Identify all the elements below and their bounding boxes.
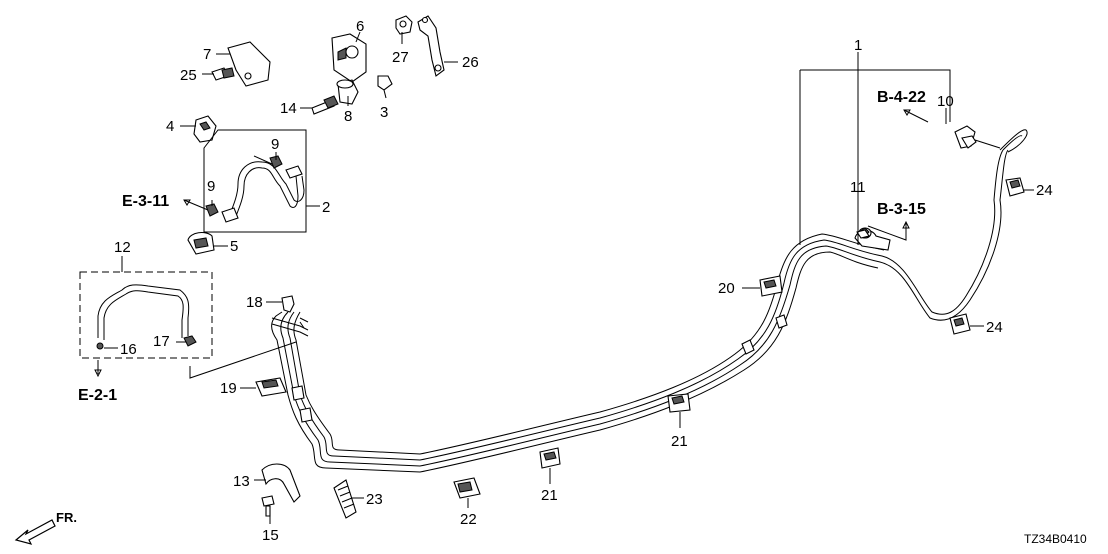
part-1-label: 1 — [854, 37, 862, 54]
nut-11 — [856, 229, 870, 239]
bracket-6 — [331, 33, 367, 83]
part-22-label: 22 — [460, 511, 477, 528]
bolt-25 — [211, 67, 235, 81]
part-8-label: 8 — [344, 108, 352, 125]
fuel-pipe-assembly — [271, 129, 1028, 473]
part-9-left-label: 9 — [207, 178, 215, 195]
part-20-label: 20 — [718, 280, 735, 297]
part-2-label: 2 — [322, 199, 330, 216]
bolt-14 — [311, 95, 339, 115]
front-arrow: FR. — [14, 510, 77, 545]
front-arrow-icon — [14, 519, 56, 545]
part-21-right-label: 21 — [671, 433, 688, 450]
clip-20 — [759, 275, 783, 297]
part-25-label: 25 — [180, 67, 197, 84]
part-24-top-label: 24 — [1036, 182, 1053, 199]
part-12-label: 12 — [114, 239, 131, 256]
leader-12 — [189, 341, 297, 379]
front-label: FR. — [56, 510, 77, 525]
clip-21-right — [667, 393, 691, 413]
part-7-label: 7 — [203, 46, 211, 63]
part-15-label: 15 — [262, 527, 279, 544]
bracket-7 — [227, 41, 271, 87]
part-23-label: 23 — [366, 491, 383, 508]
clip-24-bottom — [949, 313, 971, 335]
ref-b-4-22: B-4-22 — [877, 89, 926, 106]
part-26-label: 26 — [462, 54, 479, 71]
nut-27 — [395, 15, 413, 35]
leader-lines — [94, 31, 1034, 524]
diagram-code: TZ34B0410 — [1024, 532, 1087, 546]
part-3-label: 3 — [380, 104, 388, 121]
clip-19 — [255, 377, 287, 397]
protector-23 — [333, 479, 357, 519]
part-5-label: 5 — [230, 238, 238, 255]
hose-assembly-2 — [203, 129, 307, 233]
part-19-label: 19 — [220, 380, 237, 397]
bolt-15 — [261, 495, 275, 517]
ref-e-3-11: E-3-11 — [122, 193, 169, 210]
part-18-label: 18 — [246, 294, 263, 311]
hose-assembly-12 — [79, 271, 213, 359]
clip-3 — [377, 75, 393, 91]
part-17-label: 17 — [153, 333, 170, 350]
top-right-fitting — [954, 125, 1001, 149]
part-16-label: 16 — [120, 341, 137, 358]
part-27-label: 27 — [392, 49, 409, 66]
clip-18 — [281, 295, 295, 313]
part-21-left-label: 21 — [541, 487, 558, 504]
clip-21-left — [539, 447, 561, 469]
ref-b-3-15: B-3-15 — [877, 201, 926, 218]
bracket-26 — [417, 15, 445, 77]
part-10-label: 10 — [937, 93, 954, 110]
part-6-label: 6 — [356, 18, 364, 35]
ref-e-2-1: E-2-1 — [78, 387, 117, 404]
clamp-5 — [187, 231, 215, 255]
part-14-label: 14 — [280, 100, 297, 117]
bracket-13 — [261, 463, 301, 503]
damper-8 — [336, 79, 359, 105]
clip-24-top — [1005, 177, 1025, 197]
grommet-4 — [193, 115, 217, 143]
part-24-bottom-label: 24 — [986, 319, 1003, 336]
part-4-label: 4 — [166, 118, 174, 135]
part-9-top-label: 9 — [271, 136, 279, 153]
part-11-label: 11 — [850, 179, 866, 196]
clip-22 — [453, 477, 481, 499]
part-13-label: 13 — [233, 473, 250, 490]
